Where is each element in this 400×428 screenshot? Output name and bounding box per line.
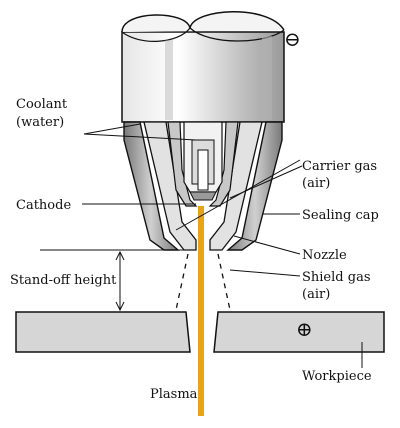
standoff-indicator <box>40 249 188 312</box>
label-cathode: Cathode <box>16 198 71 213</box>
torch-body <box>121 11 285 123</box>
label-coolant-1: Coolant <box>16 97 68 112</box>
label-carrier-gas-2: (air) <box>302 176 330 191</box>
workpiece <box>15 311 385 353</box>
negative-polarity-icon: ⊖ <box>284 27 301 51</box>
electrode-housing <box>167 121 239 207</box>
label-workpiece: Workpiece <box>302 369 372 384</box>
label-shield-gas-1: Shield gas <box>302 270 371 285</box>
label-plasma: Plasma <box>150 387 198 402</box>
leader-lines <box>82 123 363 368</box>
label-nozzle: Nozzle <box>302 248 347 263</box>
label-sealing-cap: Sealing cap <box>302 208 379 223</box>
plasma-column <box>198 206 204 416</box>
label-coolant-2: (water) <box>16 115 64 130</box>
positive-polarity-icon: ⊕ <box>296 317 313 341</box>
label-standoff: Stand-off height <box>10 273 117 288</box>
label-shield-gas-2: (air) <box>302 287 330 302</box>
label-carrier-gas-1: Carrier gas <box>302 159 377 174</box>
